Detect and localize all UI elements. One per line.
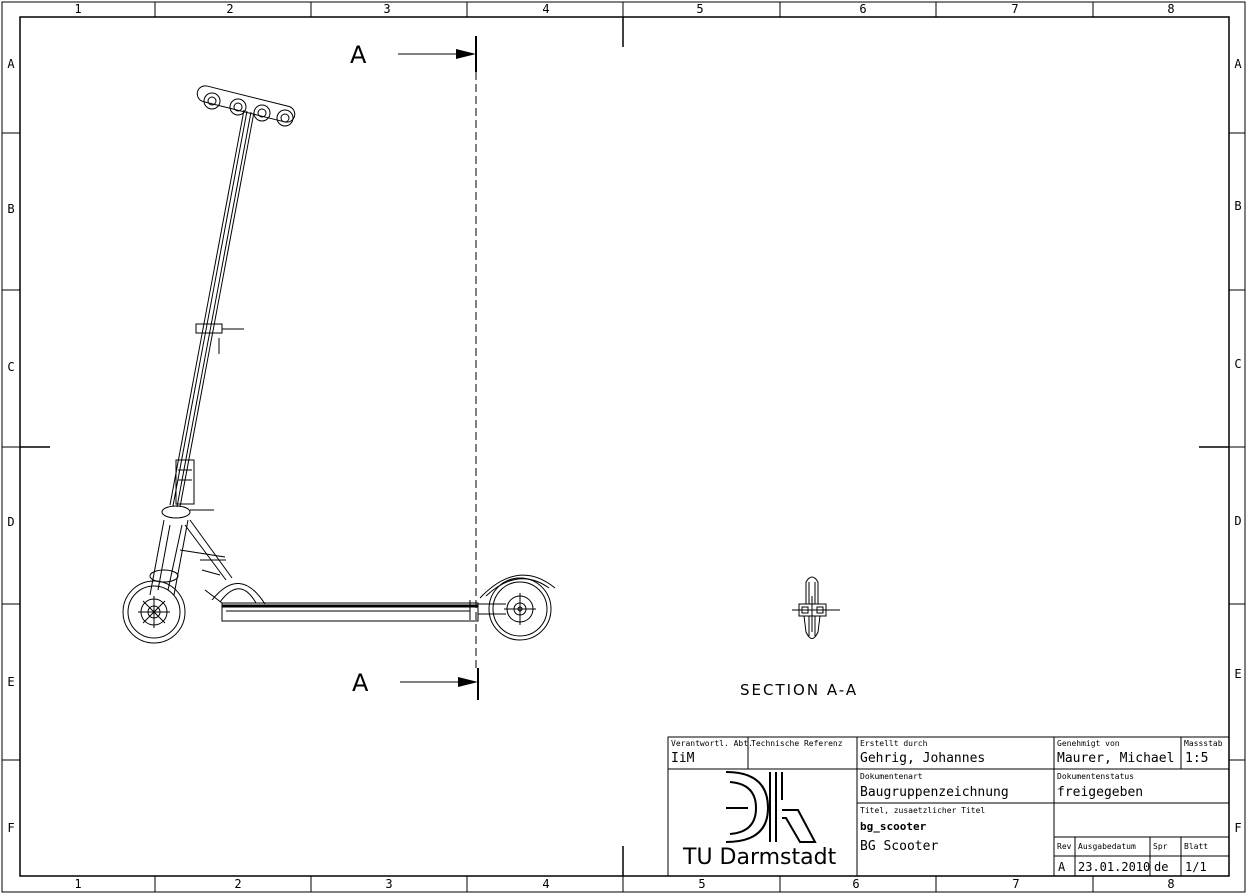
column-label-bottom-2: 2 [234,877,242,891]
column-label-top-4: 4 [542,2,550,16]
section-label-bottom: A [352,669,369,697]
column-label-top-2: 2 [226,2,234,16]
column-label-bottom-7: 7 [1012,877,1020,891]
blatt-label: Blatt [1184,842,1209,851]
row-label-left-c: C [7,360,15,374]
column-label-bottom-5: 5 [698,877,706,891]
section-label-top: A [350,41,367,69]
column-label-top-3: 3 [383,2,391,16]
scooter-side-view [122,85,556,644]
row-label-right-a: A [1234,57,1242,71]
column-label-top-8: 8 [1167,2,1175,16]
row-label-right-e: E [1234,667,1242,681]
dokumentenstatus-label: Dokumentenstatus [1057,772,1135,781]
verantwortl-abt-label: Verantwortl. Abt. [671,739,753,748]
column-label-top-6: 6 [859,2,867,16]
row-label-left-e: E [7,675,15,689]
centering-marks [20,17,1229,876]
section-arrows [456,49,478,687]
front-wheel [122,580,186,644]
column-label-bottom-1: 1 [74,877,82,891]
row-label-right-d: D [1234,514,1242,528]
row-label-right-f: F [1234,821,1242,835]
row-ticks [2,132,1245,761]
column-label-bottom-3: 3 [385,877,393,891]
blatt-value: 1/1 [1185,860,1207,874]
section-view-title: SECTION A-A [740,681,859,699]
titel-value: bg_scooter [860,820,927,833]
column-label-top-5: 5 [696,2,704,16]
organization-name: TU Darmstadt [683,845,837,870]
row-label-left-d: D [7,515,15,529]
section-line [398,36,479,700]
column-label-bottom-6: 6 [852,877,860,891]
erstellt-durch-value: Gehrig, Johannes [860,751,986,766]
handlebar [196,85,296,127]
spr-value: de [1154,860,1169,874]
column-ticks [154,2,1094,892]
dokumentenart-label: Dokumentenart [860,772,923,781]
titel-label: Titel, zusaetzlicher Titel [860,806,986,815]
row-label-right-b: B [1234,199,1242,213]
rear-wheel [469,574,556,641]
ausgabedatum-value: 23.01.2010 [1078,860,1151,874]
section-view [792,576,840,639]
rev-label: Rev [1057,842,1072,851]
deck [221,602,479,622]
row-label-left-f: F [7,821,15,835]
title-block-grid [667,736,1230,877]
titel-subtitle: BG Scooter [860,839,939,854]
spr-label: Spr [1153,842,1168,851]
column-label-top-7: 7 [1011,2,1019,16]
verantwortl-abt-value: IiM [671,751,695,766]
genehmigt-von-value: Maurer, Michael [1057,751,1175,766]
column-label-bottom-8: 8 [1167,877,1175,891]
row-label-right-c: C [1234,357,1242,371]
massstab-label: Massstab [1184,739,1223,748]
inner-border [19,16,1230,877]
dokumentenstatus-value: freigegeben [1057,785,1144,800]
rev-value: A [1058,860,1066,874]
erstellt-durch-label: Erstellt durch [860,739,928,748]
row-label-left-a: A [7,57,15,71]
massstab-value: 1:5 [1185,751,1209,766]
column-label-top-1: 1 [74,2,82,16]
ausgabedatum-label: Ausgabedatum [1078,842,1136,851]
tu-darmstadt-logo [725,771,817,843]
row-label-left-b: B [7,202,15,216]
technische-referenz-label: Technische Referenz [751,739,843,748]
column-label-bottom-4: 4 [542,877,550,891]
dokumentenart-value: Baugruppenzeichnung [860,785,1009,800]
genehmigt-von-label: Genehmigt von [1057,739,1120,748]
